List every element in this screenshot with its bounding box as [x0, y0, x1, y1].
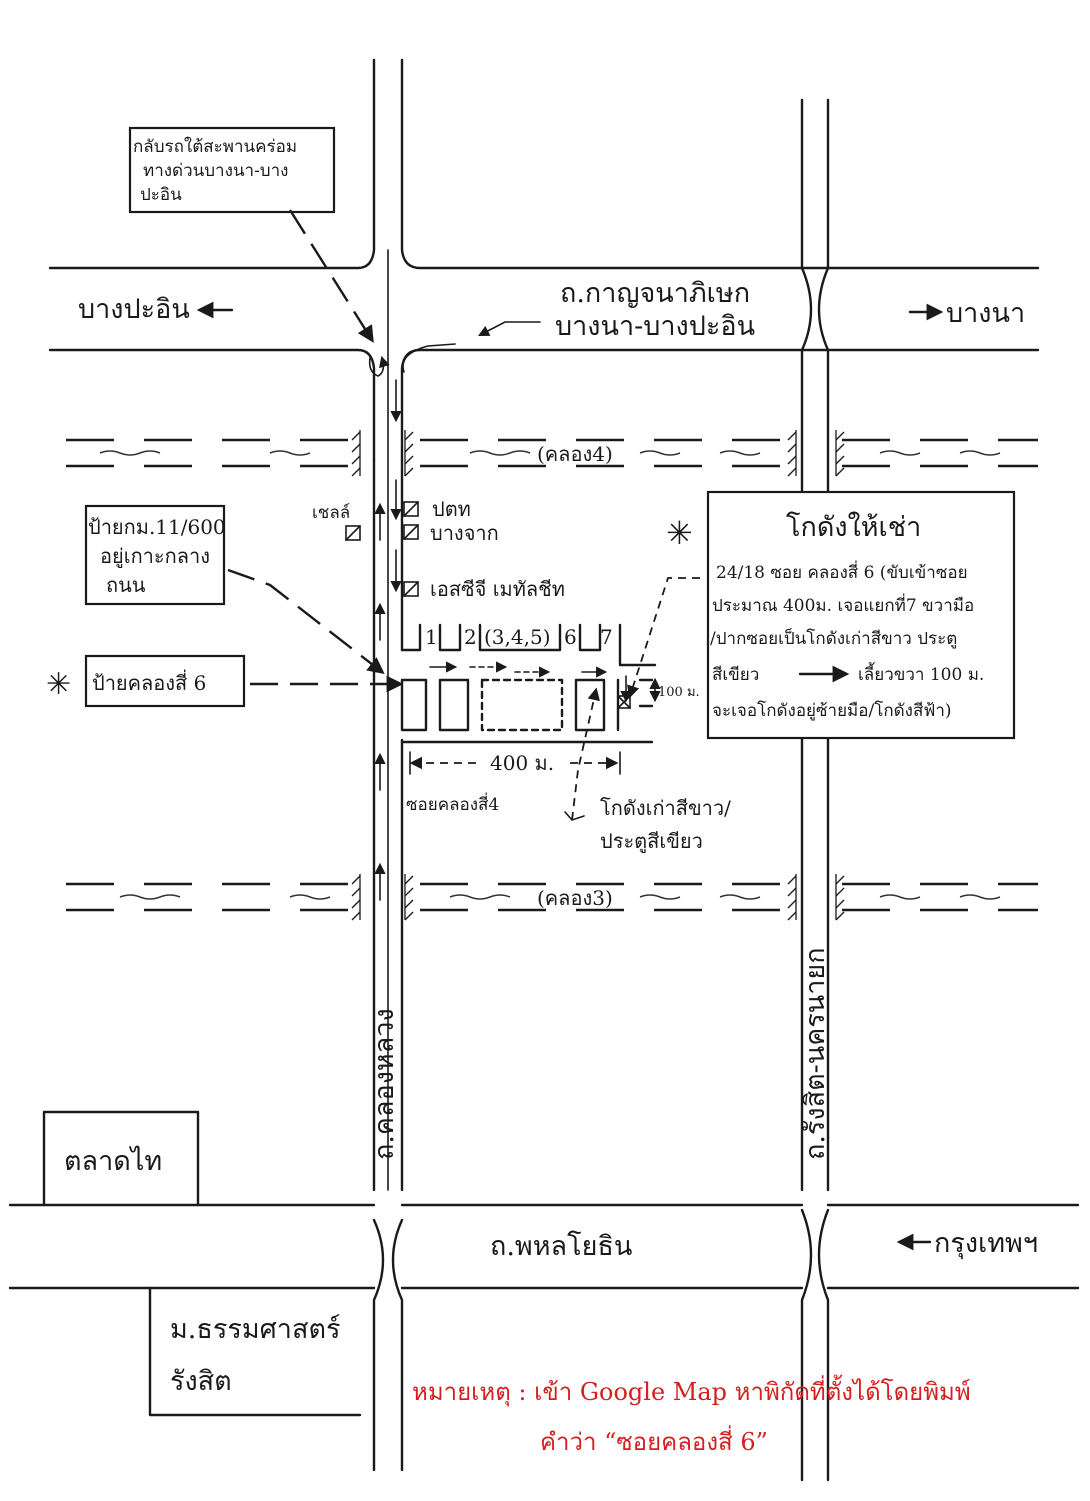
remark: หมายเหตุ : เข้า Google Map หาพิกัดที่ตั้…	[412, 1374, 971, 1456]
landmark-scg: เอสซีจี เมทัลชีท	[403, 577, 565, 601]
road-phahonyothin	[8, 1203, 1080, 1290]
label-khlong-luang: ถ.คลองหลวง	[369, 1008, 400, 1160]
asterisk-icon: ✳	[46, 667, 71, 702]
svg-text:ประตูสีเขียว: ประตูสีเขียว	[600, 829, 703, 854]
svg-text:โกดังเก่าสีขาว/: โกดังเก่าสีขาว/	[600, 796, 731, 820]
svg-text:เชลล์: เชลล์	[312, 503, 350, 523]
svg-text:อยู่เกาะกลาง: อยู่เกาะกลาง	[100, 544, 210, 569]
direction-bangkok: กรุงเทพฯ	[896, 1228, 1038, 1260]
direction-arrow-bang-na-bound	[478, 321, 541, 337]
svg-text:รังสิต: รังสิต	[170, 1366, 232, 1397]
label-kanchanaphisek: ถ.กาญจนาภิเษก บางนา-บางปะอิน	[555, 278, 755, 342]
station-square-icon	[345, 525, 361, 541]
svg-text:ป้ายคลองสี่ 6: ป้ายคลองสี่ 6	[92, 669, 206, 695]
svg-text:บางจาก: บางจาก	[430, 521, 499, 545]
label-old-warehouse: โกดังเก่าสีขาว/ ประตูสีเขียว	[600, 796, 731, 854]
svg-text:/ปากซอยเป็นโกดังเก่าสีขาว ประต: /ปากซอยเป็นโกดังเก่าสีขาว ประตู	[710, 627, 957, 649]
asterisk-icon: ✳	[666, 514, 693, 552]
landmark-talad-thai: ตลาดไท	[42, 1110, 200, 1207]
note-khlong6-sign: ✳ ป้ายคลองสี่ 6	[46, 654, 246, 708]
svg-text:7: 7	[600, 625, 613, 649]
svg-text:(3,4,5): (3,4,5)	[484, 625, 551, 649]
svg-text:1: 1	[425, 625, 438, 649]
svg-text:โกดังให้เช่า: โกดังให้เช่า	[786, 511, 921, 543]
svg-text:400 ม.: 400 ม.	[490, 751, 554, 775]
landmark-ptt: ปตท	[403, 497, 471, 521]
svg-text:บางนา: บางนา	[946, 298, 1025, 329]
svg-text:สีเขียว: สีเขียว	[712, 665, 759, 685]
station-square-icon	[403, 524, 419, 540]
road-kanchanaphisek	[48, 58, 1040, 462]
svg-text:จะเจอโกดังอยู่ซ้ายมือ/โกดังสีฟ: จะเจอโกดังอยู่ซ้ายมือ/โกดังสีฟ้า)	[712, 700, 952, 721]
svg-text:ปตท: ปตท	[432, 497, 471, 521]
svg-text:ตลาดไท: ตลาดไท	[64, 1146, 162, 1177]
svg-text:บางปะอิน: บางปะอิน	[78, 294, 190, 325]
svg-text:ถนน: ถนน	[106, 573, 146, 597]
note-uturn: กลับรถใต้สะพานคร่อม ทางด่วนบางนา-บาง ปะอ…	[128, 126, 336, 214]
leader-warehouse	[627, 577, 700, 699]
svg-text:2: 2	[464, 625, 477, 649]
svg-text:6: 6	[564, 625, 577, 649]
canal-khlong3	[66, 874, 1038, 921]
svg-text:กรุงเทพฯ: กรุงเทพฯ	[934, 1228, 1038, 1260]
soi-khlong-si-6	[400, 623, 661, 744]
label-distance-100: 100 ม.	[658, 685, 700, 700]
direction-bang-pa-in: บางปะอิน	[78, 294, 234, 325]
label-rangsit-nakhon-nayok: ถ.รังสิต-นครนายก	[800, 947, 831, 1160]
svg-text:บางนา-บางปะอิน: บางนา-บางปะอิน	[555, 311, 755, 342]
svg-text:24/18 ซอย คลองสี่ 6 (ขับเข้าซอ: 24/18 ซอย คลองสี่ 6 (ขับเข้าซอย	[716, 560, 968, 583]
warehouse-for-rent-box: โกดังให้เช่า 24/18 ซอย คลองสี่ 6 (ขับเข้…	[706, 490, 1016, 740]
label-phahonyothin: ถ.พหลโยธิน	[490, 1231, 632, 1262]
direction-bang-na: บางนา	[908, 298, 1025, 329]
soi-numbers: 1 2 (3,4,5) 6 7	[425, 625, 613, 649]
svg-text:ม.ธรรมศาสตร์: ม.ธรรมศาสตร์	[170, 1313, 340, 1345]
svg-text:ปะอิน: ปะอิน	[140, 185, 182, 205]
note-km-sign: ป้ายกม.11/600 อยู่เกาะกลาง ถนน	[84, 504, 226, 606]
landmark-shell: เชลล์	[312, 503, 361, 541]
station-square-icon	[403, 581, 419, 597]
svg-text:ถ.กาญจนาภิเษก: ถ.กาญจนาภิเษก	[560, 278, 750, 309]
svg-text:เอสซีจี เมทัลชีท: เอสซีจี เมทัลชีท	[430, 577, 565, 601]
label-khlong4: (คลอง4)	[537, 442, 613, 466]
leader-km-sign	[227, 568, 385, 675]
road-khlong-luang	[372, 249, 404, 1472]
dimension-400m: 400 ม.	[409, 751, 621, 775]
label-khlong3: (คลอง3)	[537, 886, 613, 910]
svg-text:เลี้ยวขวา 100 ม.: เลี้ยวขวา 100 ม.	[858, 662, 984, 685]
leader-old-warehouse	[571, 687, 600, 821]
landmark-bangchak: บางจาก	[403, 521, 499, 545]
svg-text:กลับรถใต้สะพานคร่อม: กลับรถใต้สะพานคร่อม	[133, 136, 297, 157]
landmark-thammasat: ม.ธรรมศาสตร์ รังสิต	[148, 1286, 362, 1417]
svg-text:คำว่า “ซอยคลองสี่ 6”: คำว่า “ซอยคลองสี่ 6”	[540, 1425, 768, 1456]
svg-text:หมายเหตุ : เข้า Google Map หา: หมายเหตุ : เข้า Google Map หาพิกัดที่ตั้…	[412, 1374, 971, 1407]
road-rangsit-nakhon-nayok	[800, 98, 830, 1482]
svg-text:ป้ายกม.11/600: ป้ายกม.11/600	[88, 515, 226, 539]
canal-khlong4	[66, 430, 1038, 477]
svg-text:ประมาณ 400ม. เจอแยกที่7 ขวามือ: ประมาณ 400ม. เจอแยกที่7 ขวามือ	[712, 593, 974, 616]
leader-uturn	[288, 209, 374, 343]
svg-text:ทางด่วนบางนา-บาง: ทางด่วนบางนา-บาง	[143, 161, 288, 181]
label-soi-khlong4: ซอยคลองสี่4	[406, 792, 499, 815]
station-square-icon	[403, 501, 419, 517]
